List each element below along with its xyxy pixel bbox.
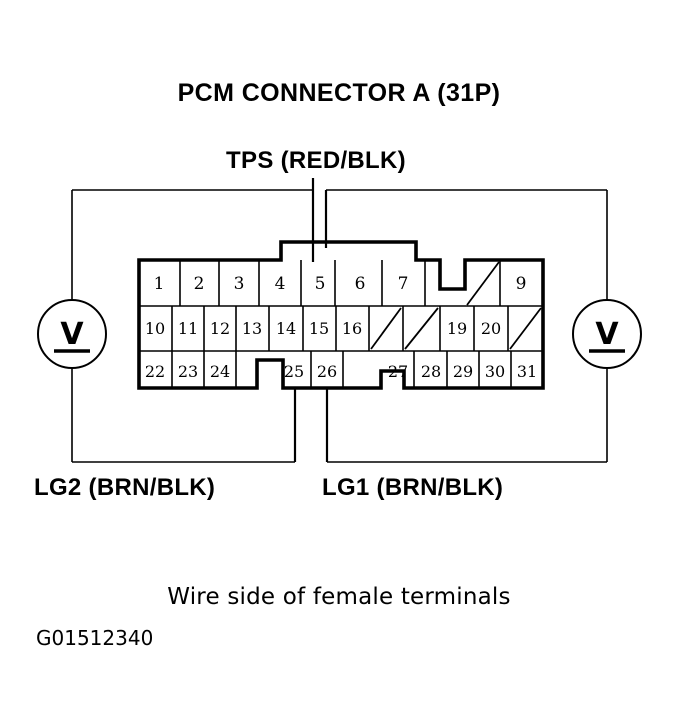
connector-body: 1 2 3 4 5 6 7 9 10 11 (137, 240, 545, 390)
pin-4: 4 (275, 274, 286, 294)
connector-row-2: 10 11 12 13 14 15 16 19 20 (145, 306, 542, 351)
pin-26: 26 (317, 362, 337, 381)
pin-9: 9 (516, 274, 527, 294)
pin-2: 2 (194, 274, 205, 294)
connector-row-3: 22 23 24 25 26 27 28 29 30 31 (145, 351, 537, 388)
figure-caption: Wire side of female terminals (167, 584, 510, 610)
pin-14: 14 (276, 319, 296, 338)
pin-11: 11 (178, 319, 198, 338)
lg2-label: LG2 (BRN/BLK) (34, 474, 215, 501)
pin-7: 7 (398, 274, 409, 294)
voltmeter-left: V (37, 299, 107, 369)
row1-blank-slash (466, 261, 500, 306)
pin-16: 16 (342, 319, 362, 338)
pin-6: 6 (355, 274, 366, 294)
pin-22: 22 (145, 362, 165, 381)
connector-outer-shell (137, 240, 545, 390)
pin-27: 27 (388, 362, 408, 381)
pin-24: 24 (210, 362, 230, 381)
pin-5: 5 (315, 274, 326, 294)
pin-10: 10 (145, 319, 165, 338)
connector-row-1: 1 2 3 4 5 6 7 9 (154, 260, 527, 306)
pin-15: 15 (309, 319, 329, 338)
pin-13: 13 (242, 319, 262, 338)
pin-20: 20 (481, 319, 501, 338)
pin-28: 28 (421, 362, 441, 381)
tps-label: TPS (RED/BLK) (226, 147, 406, 174)
wire-harness (71, 178, 608, 463)
pin-1: 1 (154, 274, 165, 294)
voltmeter-left-symbol: V (60, 317, 84, 352)
voltmeter-right-symbol: V (595, 317, 619, 352)
row2-blank-slash-21 (509, 307, 542, 350)
pin-25: 25 (284, 362, 304, 381)
pin-31: 31 (517, 362, 537, 381)
row2-blank-slash-18 (404, 307, 439, 350)
pin-3: 3 (234, 274, 245, 294)
voltmeter-right: V (572, 299, 642, 369)
page-title: PCM CONNECTOR A (31P) (178, 79, 501, 107)
pin-19: 19 (447, 319, 467, 338)
pin-29: 29 (453, 362, 473, 381)
pin-12: 12 (210, 319, 230, 338)
lg1-label: LG1 (BRN/BLK) (322, 474, 503, 501)
reference-code: G01512340 (36, 626, 153, 650)
pin-30: 30 (485, 362, 505, 381)
row2-blank-slash-17 (370, 307, 402, 350)
pin-23: 23 (178, 362, 198, 381)
